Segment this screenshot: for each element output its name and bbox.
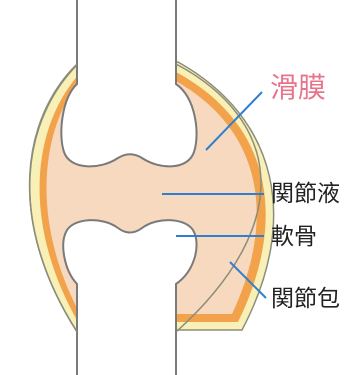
label-synovial-membrane: 滑膜 xyxy=(270,74,326,102)
label-cartilage: 軟骨 xyxy=(271,226,317,249)
label-joint-capsule: 関節包 xyxy=(271,288,340,311)
lower-bone xyxy=(63,220,196,375)
label-synovial-fluid: 関節液 xyxy=(271,183,340,206)
upper-bone xyxy=(61,0,196,166)
